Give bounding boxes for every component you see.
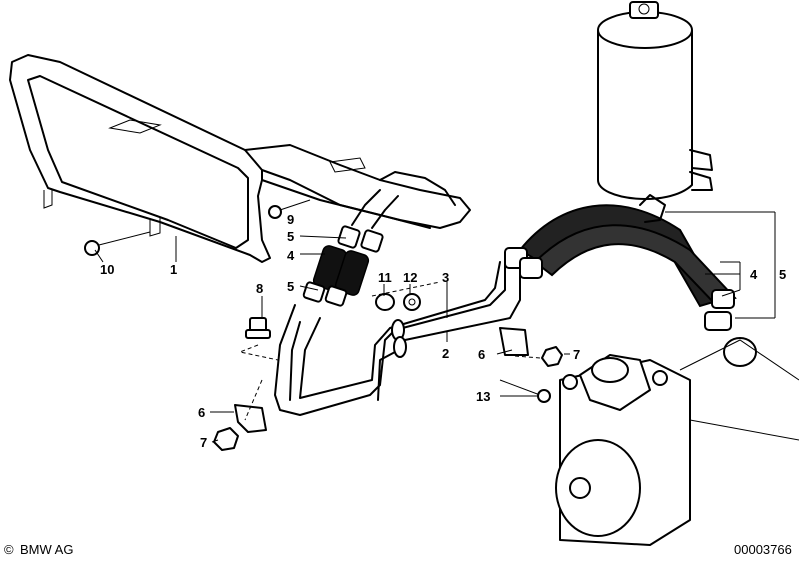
callout-5-upper: 5: [287, 229, 294, 244]
callout-7-left: 7: [200, 435, 207, 450]
callout-11: 11: [378, 270, 392, 285]
fluid-reservoir: [597, 1, 713, 223]
callout-7-right: 7: [573, 347, 580, 362]
brand-label: BMW AG: [20, 542, 73, 557]
callout-4-right: 4: [750, 267, 758, 282]
drawing-number: 00003766: [734, 542, 792, 557]
callout-9: 9: [287, 212, 294, 227]
hose-pair-right: [504, 204, 737, 331]
callout-3: 3: [442, 270, 449, 285]
callout-5-lower: 5: [287, 279, 294, 294]
callout-6-right: 6: [478, 347, 485, 362]
hose-pair-left: [302, 189, 399, 307]
callout-13: 13: [476, 389, 490, 404]
callout-1: 1: [170, 262, 177, 277]
steering-gear: [555, 337, 799, 546]
callout-2: 2: [442, 346, 449, 361]
footer: © BMW AG 00003766: [4, 542, 792, 557]
callout-12: 12: [403, 270, 417, 285]
callout-8: 8: [256, 281, 263, 296]
callout-10: 10: [100, 262, 114, 277]
assembly-lines: [238, 281, 541, 421]
copyright-symbol: ©: [4, 542, 14, 557]
callout-6-left: 6: [198, 405, 205, 420]
callout-5-right: 5: [779, 267, 786, 282]
frame-bracket: [9, 54, 471, 263]
callout-4-left: 4: [287, 248, 295, 263]
leader-lines: [94, 211, 776, 443]
hydraulic-lines: [274, 259, 521, 416]
callout-labels: 1 2 3 4 4 5 5 5 6 6 7 7 8 9 10 11 12 13: [100, 212, 786, 450]
